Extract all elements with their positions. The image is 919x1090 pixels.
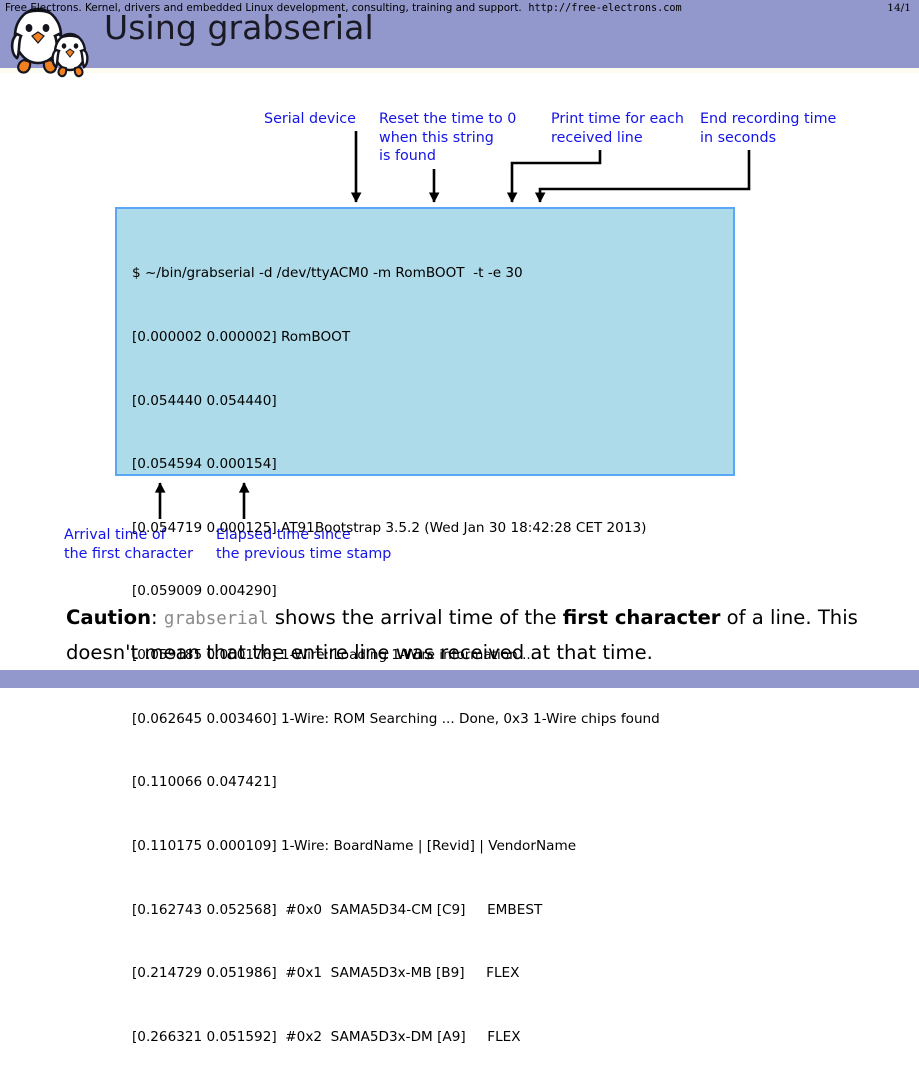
terminal-output-box: $ ~/bin/grabserial -d /dev/ttyACM0 -m Ro… bbox=[115, 207, 735, 1045]
terminal-line: [0.266321 0.051592] #0x2 SAMA5D3x-DM [A9… bbox=[132, 1028, 521, 1045]
footer-credit-label: Free Electrons. Kernel, drivers and embe… bbox=[5, 2, 529, 14]
arrow-end-recording bbox=[534, 150, 751, 203]
terminal-line: [0.110175 0.000109] 1-Wire: BoardName | … bbox=[132, 837, 577, 854]
caution-bold-phrase: first character bbox=[562, 606, 721, 629]
header-underline bbox=[0, 68, 919, 73]
terminal-line: [0.054719 0.000125] AT91Bootstrap 3.5.2 … bbox=[132, 519, 647, 536]
caution-paragraph: Caution: grabserial shows the arrival ti… bbox=[66, 601, 866, 669]
terminal-line: [0.059009 0.004290] bbox=[132, 583, 277, 600]
arrow-print-time bbox=[506, 150, 602, 203]
annotation-label-elapsed-time: Elapsed time since the previous time sta… bbox=[216, 527, 392, 562]
footer-page-number: 14/1 bbox=[887, 2, 911, 14]
free-electrons-penguins-logo bbox=[8, 2, 100, 78]
caution-colon: : bbox=[151, 606, 164, 629]
caution-text-part2: of a line. This doesn't mean that the en… bbox=[66, 606, 858, 664]
annotation-label-print-time: Print time for each received line bbox=[551, 111, 684, 146]
page-title: Using grabserial bbox=[104, 8, 374, 47]
footer-url-link[interactable]: http://free-electrons.com bbox=[528, 3, 682, 14]
terminal-line: [0.000002 0.000002] RomBOOT bbox=[132, 329, 351, 346]
annotation-label-arrival-time: Arrival time of the first character bbox=[64, 527, 193, 562]
caution-text-part1: shows the arrival time of the bbox=[268, 606, 563, 629]
terminal-line: [0.162743 0.052568] #0x0 SAMA5D34-CM [C9… bbox=[132, 901, 543, 918]
terminal-line: [0.054594 0.000154] bbox=[132, 456, 277, 473]
terminal-line: [0.062645 0.003460] 1-Wire: ROM Searchin… bbox=[132, 710, 660, 727]
slide-header-bar bbox=[0, 0, 919, 68]
annotation-label-end-recording: End recording time in seconds bbox=[700, 111, 837, 146]
caution-label: Caution bbox=[66, 606, 152, 629]
terminal-line: [0.054440 0.054440] bbox=[132, 392, 277, 409]
caution-code-word: grabserial bbox=[163, 609, 269, 629]
footer-credit-text: Free Electrons. Kernel, drivers and embe… bbox=[5, 2, 682, 14]
terminal-line: [0.059185 0.000176] 1-Wire: Loading 1-Wi… bbox=[132, 647, 536, 664]
terminal-line: [0.110066 0.047421] bbox=[132, 774, 277, 791]
terminal-line: $ ~/bin/grabserial -d /dev/ttyACM0 -m Ro… bbox=[132, 265, 523, 282]
annotation-label-reset-time: Reset the time to 0 when this string is … bbox=[379, 111, 517, 165]
slide-footer-bar bbox=[0, 670, 919, 688]
annotation-label-serial-device: Serial device bbox=[264, 111, 356, 127]
terminal-line: [0.214729 0.051986] #0x1 SAMA5D3x-MB [B9… bbox=[132, 965, 520, 982]
